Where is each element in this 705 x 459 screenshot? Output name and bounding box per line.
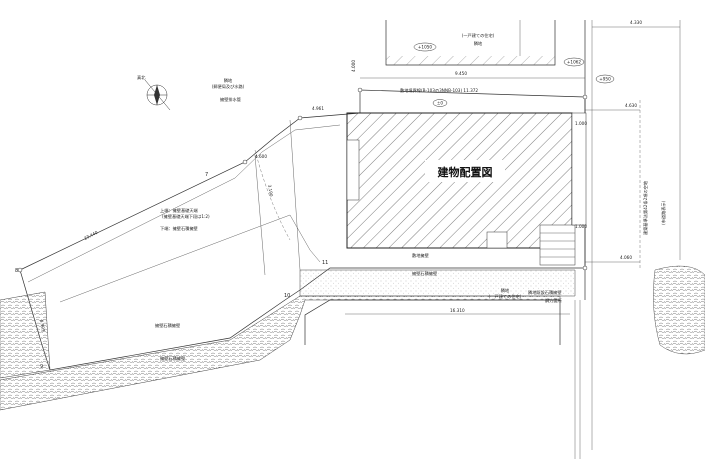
svg-text:+950: +950 (599, 77, 611, 82)
elevation-marker: +1050 (413, 42, 437, 52)
neighbor-house-bottom (304, 299, 561, 345)
svg-text:+1062: +1062 (567, 60, 582, 65)
dim-side: 3.190 (267, 184, 274, 197)
label-drainage-pipe: 擁壁排水管 (220, 96, 241, 103)
dim-small1: 1.000 (575, 121, 587, 126)
dim-slope: 8.993 (39, 319, 46, 332)
label-retain-bot: 敷地擁壁 (412, 252, 429, 259)
stone-retaining-wall (0, 269, 576, 411)
slope-note-2: (擁壁基礎天端下段は1:2) (162, 213, 210, 220)
dim-left-v: 4.000 (351, 60, 356, 72)
right-stone-area (653, 265, 705, 355)
drawing-title: 建物配置図 (438, 165, 493, 179)
dim-top-right: 4.330 (630, 20, 642, 25)
slope-note-1: 上端：擁壁基礎天端 (160, 207, 198, 214)
north-label: 真北 (137, 74, 146, 81)
label-road-note: 建築基準法第42条2項の空地 (642, 180, 649, 235)
point-7: 7 (205, 172, 208, 178)
point-10: 10 (284, 293, 290, 299)
survey-mark-icon (17, 87, 588, 273)
dim-left-small: 4.961 (312, 106, 324, 111)
label-boundary-dim: 敷地境界線(B-103の3NNB-103) 11.372 (400, 87, 478, 94)
point-9: 9 (40, 364, 43, 370)
dim-small2: 1.000 (575, 224, 587, 229)
label-neighbor-nw: 隣地(郵便局及び水路) (212, 77, 245, 90)
dim-lower-right: 4.060 (620, 255, 632, 260)
label-retaining-lower: 擁壁石積擁壁 (160, 355, 185, 362)
north-arrow-icon (144, 79, 171, 111)
svg-text:+1050: +1050 (418, 45, 433, 50)
dim-side-long: 23.440 (83, 230, 99, 241)
elevation-marker: ±0 (432, 99, 448, 107)
label-retain-bot2: 擁壁石積擁壁 (412, 270, 437, 277)
svg-text:±0: ±0 (437, 101, 444, 106)
road-lines (574, 20, 681, 459)
point-11: 11 (322, 260, 328, 266)
dim-bottom: 16.310 (450, 308, 465, 313)
label-neighbor-house-top: (一戸建ての住宅) (462, 32, 495, 39)
main-building (346, 112, 587, 266)
label-neighbor-house-bottom: 隣地(一戸建ての住宅) (489, 287, 522, 300)
neighbor-house-top (385, 20, 556, 66)
label-road-width: (市道路表示) (660, 200, 667, 225)
dim-angled: 4.600 (255, 154, 267, 159)
slope-note-3: 下端：擁壁石積擁壁 (160, 225, 198, 232)
dim-right: 4.630 (625, 103, 637, 108)
label-neighbor-top: 隣地 (474, 40, 483, 47)
label-retaining-wall: 擁壁石積擁壁 (155, 322, 180, 329)
dim-main: 9.450 (455, 71, 467, 76)
label-steel-fence: 鋼力箇所 (545, 297, 562, 304)
elevation-marker: +1062 (563, 57, 585, 67)
point-8: 8 (15, 268, 18, 274)
elevation-marker: +950 (595, 74, 615, 84)
label-dry-stone-wall: 隣地既設石積擁壁 (528, 289, 562, 296)
